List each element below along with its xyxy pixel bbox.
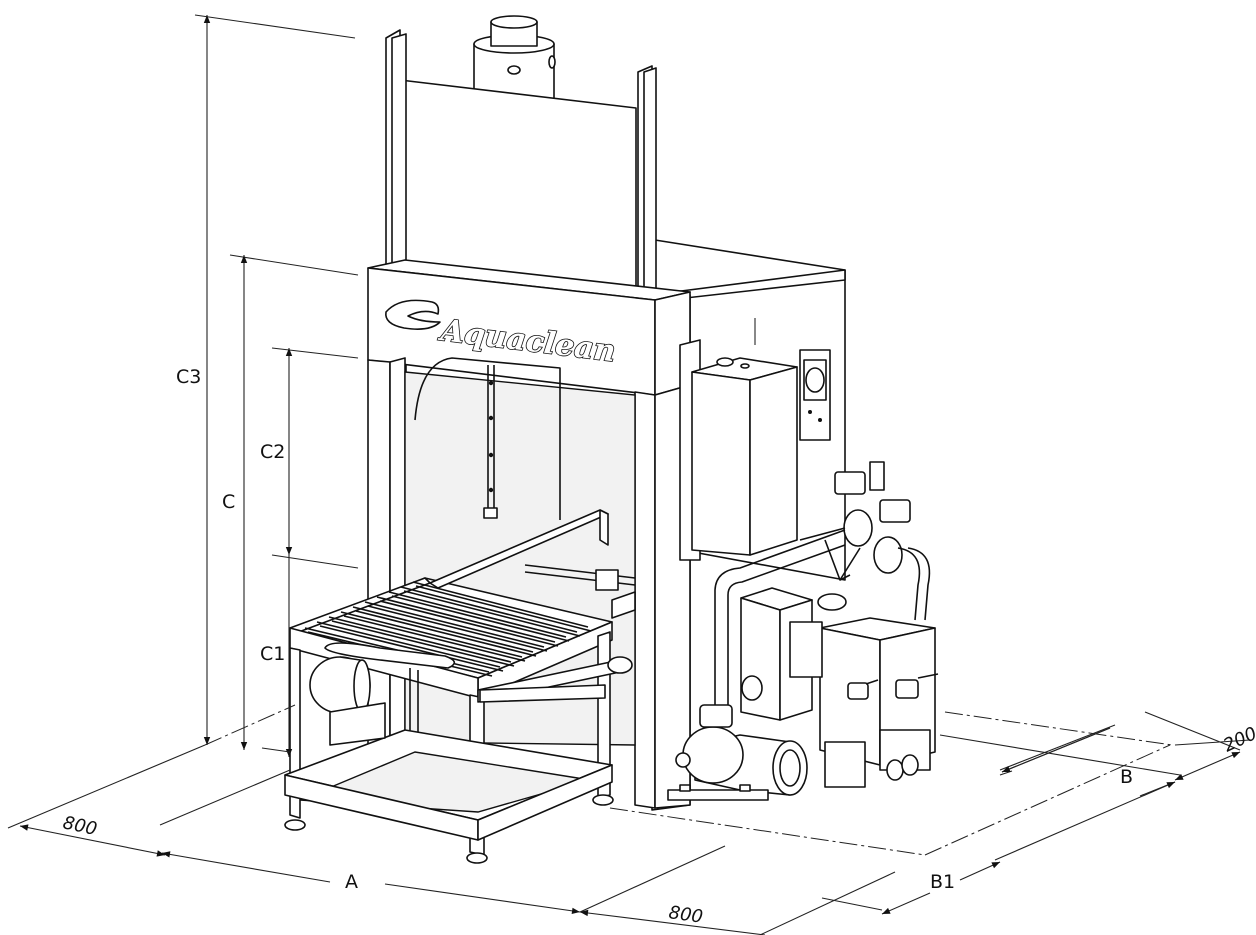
dim-label-c1: C1 [260,643,285,665]
roller-conveyor [284,509,636,864]
supply-pipe [714,529,846,705]
dim-label-a: A [345,871,358,893]
dim-label-b: B [1120,766,1133,788]
heater-box [740,587,847,721]
dim-label-800-front: 800 [667,902,704,928]
dimension-labels: C3 C C2 C1 A B B1 800 800 200 [61,366,1256,928]
dim-label-c2: C2 [260,441,285,463]
roller-bars [304,581,592,677]
dimension-lines [7,14,1251,935]
dim-label-c: C [222,491,235,513]
dim-label-200-right: 200 [1220,723,1256,757]
dim-label-c3: C3 [176,366,201,388]
control-box [679,339,798,561]
pump-motor [667,704,808,801]
logo-swoosh-icon [385,299,441,330]
dim-label-b1: B1 [930,871,955,893]
footprint-centerlines [204,704,1173,856]
air-regulator [799,349,831,441]
drive-motor [309,656,386,746]
pump-tank [759,617,939,788]
valve-assembly [799,461,931,621]
leveling-feet [284,794,614,864]
